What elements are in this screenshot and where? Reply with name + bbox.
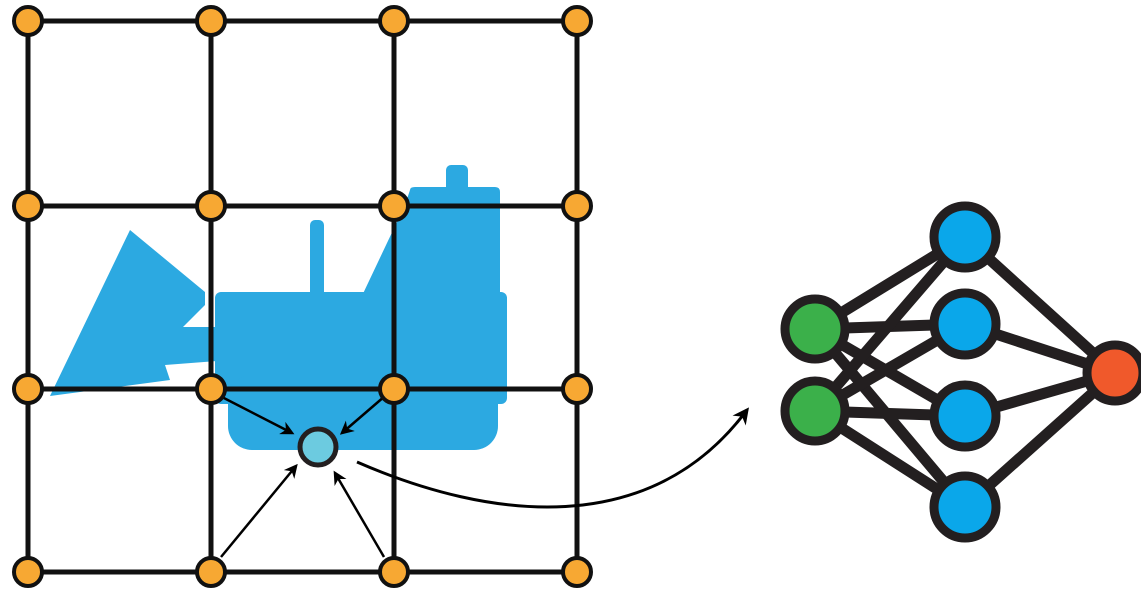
arrow-from-top-left-node (219, 394, 295, 435)
grid-node (378, 190, 410, 222)
nn-hidden-node (929, 288, 1001, 360)
grid-node (12, 5, 44, 37)
nn-input-node (780, 376, 850, 446)
grid-node (12, 373, 44, 405)
nn-output-node (1082, 340, 1141, 406)
grid-node (561, 373, 593, 405)
nn-hidden-node (929, 201, 1001, 273)
neural-network-icon (780, 201, 1141, 543)
query-point (297, 426, 339, 468)
nn-nodes (780, 201, 1141, 543)
grid-node (561, 5, 593, 37)
grid-node (195, 190, 227, 222)
arrow-from-bottom-left-node (220, 463, 298, 558)
grid-node (378, 556, 410, 588)
grid-node (378, 5, 410, 37)
curved-arrow-icon (356, 407, 749, 509)
nn-edge (809, 231, 971, 417)
grid-node (561, 190, 593, 222)
grid-node (378, 373, 410, 405)
grid-node (195, 373, 227, 405)
grid-nodes (12, 5, 593, 588)
grid-node (561, 556, 593, 588)
nn-input-node (780, 294, 850, 364)
arrow-from-top-right-node (339, 395, 386, 435)
grid-node (12, 190, 44, 222)
nn-edges (809, 231, 1121, 513)
bulldozer-icon (50, 165, 507, 450)
grid-node (12, 556, 44, 588)
nn-hidden-node (929, 471, 1001, 543)
grid-node (195, 556, 227, 588)
nn-hidden-node (929, 380, 1001, 452)
interpolation-arrows (219, 394, 386, 558)
grid-node (195, 5, 227, 37)
arrow-from-bottom-right-node (333, 470, 386, 558)
grid-lines (25, 18, 580, 575)
